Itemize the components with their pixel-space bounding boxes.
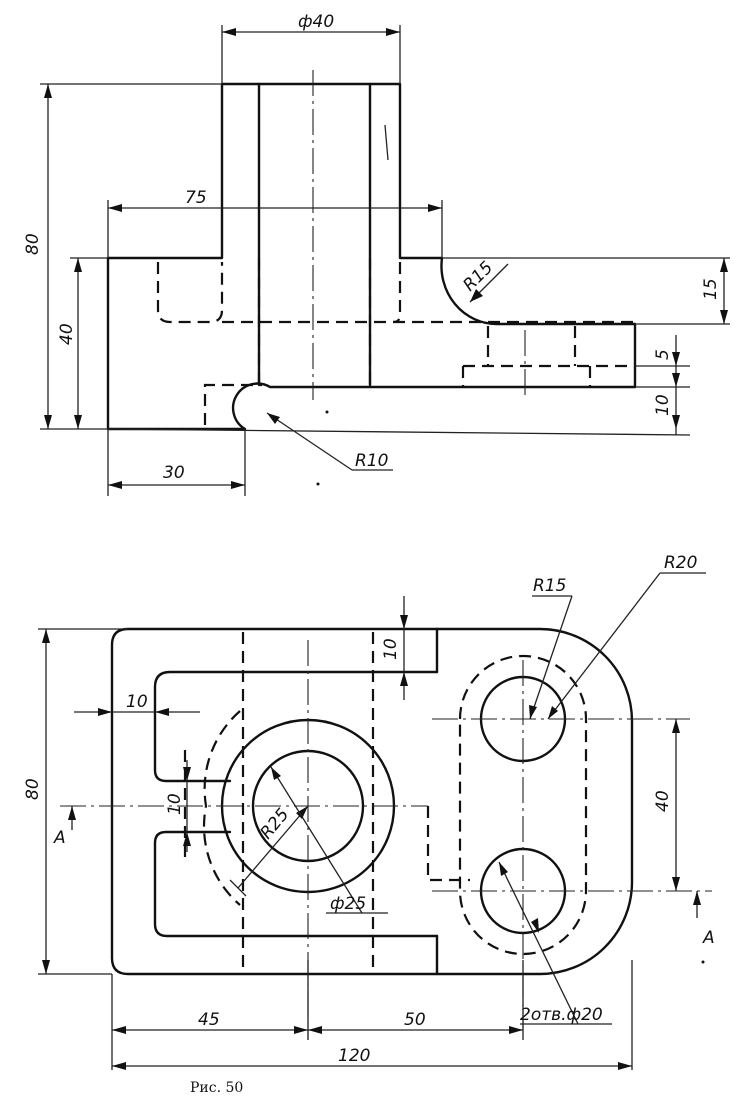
front-outline [106, 82, 637, 431]
section-mark-right: A [702, 928, 715, 948]
dim-length-120: 120 [338, 1046, 370, 1066]
dim-diameter-40: ф40 [298, 12, 334, 32]
hidden-pocket [156, 262, 224, 324]
dot-mark-3 [701, 960, 705, 964]
inner-contour [153, 670, 439, 938]
dim-left-10: 10 [126, 692, 148, 712]
dim-length-45: 45 [198, 1010, 220, 1030]
hidden-boss-arc [202, 710, 241, 906]
dim-holes: 2отв.ф20 [520, 1005, 603, 1025]
dim-depth-15: 15 [701, 278, 721, 300]
figure-caption: Рис. 50 [190, 1080, 243, 1096]
hidden-holes-side [461, 326, 630, 387]
hidden-slot [458, 654, 588, 956]
dim-spacing-40: 40 [653, 790, 673, 812]
dim-length-50: 50 [404, 1010, 426, 1030]
dim-height-80: 80 [23, 778, 43, 800]
mark-stroke [384, 124, 389, 161]
dim-width-75: 75 [185, 188, 207, 208]
dim-radius-15: R15 [533, 576, 566, 596]
dot-mark-2 [316, 482, 320, 486]
dim-height-40: 40 [57, 323, 77, 345]
dim-radius-20: R20 [664, 553, 697, 573]
hidden-corner [392, 262, 402, 324]
section-mark-left: A [53, 828, 66, 848]
top-outline [110, 627, 634, 976]
dim-slot-10: 10 [165, 793, 185, 815]
dot-mark [325, 410, 329, 414]
dim-height-80: 80 [23, 233, 43, 255]
dim-width-30: 30 [163, 463, 185, 483]
dim-gap-10-top: 10 [381, 638, 401, 660]
dim-radius-15: R15 [459, 258, 497, 296]
front-view: ф40 80 75 40 15 R15 [23, 12, 730, 496]
top-view: R15 R20 10 10 10 80 40 [23, 553, 715, 1070]
dim-step-5: 5 [653, 349, 673, 360]
hidden-step [426, 806, 470, 882]
dim-step-10: 10 [653, 394, 673, 416]
dim-diameter-25: ф25 [330, 894, 366, 914]
dim-radius-10: R10 [355, 451, 388, 471]
hidden-notch [203, 383, 262, 425]
